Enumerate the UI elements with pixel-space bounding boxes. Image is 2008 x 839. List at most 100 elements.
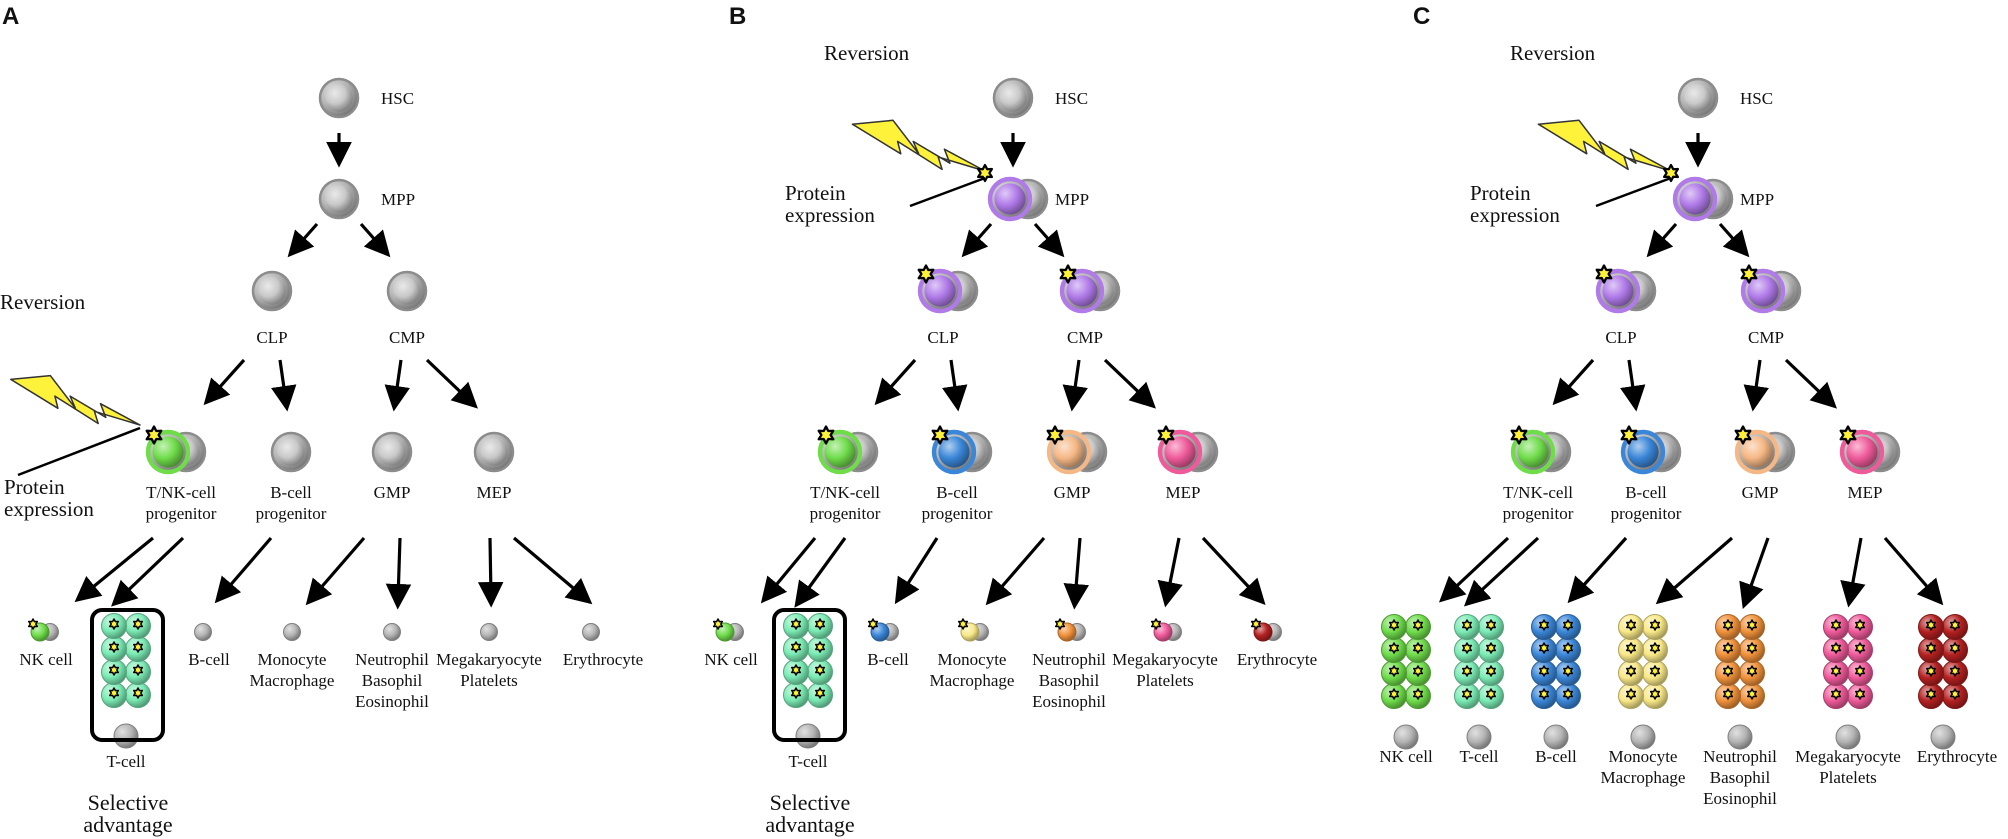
gmp-cell-core	[1741, 436, 1773, 468]
arrow-to-b	[214, 536, 273, 604]
b-progenitor-cell-star-icon	[931, 425, 949, 445]
platelets-label: Platelets	[1136, 671, 1194, 690]
monocyte-cell-star-icon	[957, 618, 969, 630]
tnk-progenitor-label: T/NK-cell	[810, 483, 880, 502]
arrow-to-ery	[1883, 536, 1944, 606]
megakaryocyte-cell-star-icon	[1150, 618, 1162, 630]
megakaryocyte-stack-star-icon	[1854, 665, 1866, 677]
erythrocyte-label: Erythrocyte	[563, 650, 643, 669]
tnk-progenitor-label-2: progenitor	[146, 504, 217, 523]
erythrocyte-stack-star-icon	[1925, 619, 1937, 631]
arrow-cmp-gmp	[1743, 359, 1769, 412]
platelets-label: Platelets	[1819, 768, 1877, 787]
arrow-clp-tnk	[1552, 358, 1595, 406]
monocyte-label: Monocyte	[938, 650, 1007, 669]
nk-cell-star-icon	[27, 618, 39, 630]
arrow-to-mega	[1157, 537, 1183, 608]
cmp-cell-core	[1066, 275, 1098, 307]
mpp-label: MPP	[381, 190, 415, 209]
nk-cell-stack-star-icon	[1388, 688, 1400, 700]
tnk-progenitor-label-2: progenitor	[810, 504, 881, 523]
megakaryocyte-label: Megakaryocyte	[436, 650, 542, 669]
b-cell	[194, 623, 212, 641]
t-cell-stack-star-icon	[1485, 642, 1497, 654]
mep-cell-core	[480, 438, 508, 466]
b-cell-label: B-cell	[1535, 747, 1577, 766]
t-cell-stack-star-icon	[1485, 619, 1497, 631]
mep-label: MEP	[477, 483, 512, 502]
hsc-cell-core	[325, 84, 353, 112]
megakaryocyte-stack-star-icon	[1830, 619, 1842, 631]
t-cell-label: T-cell	[106, 752, 145, 771]
t-cell-stack-base-cell	[795, 723, 821, 749]
mpp-label: MPP	[1740, 190, 1774, 209]
arrow-to-neut	[385, 537, 412, 610]
t-cell-stack-star-icon	[132, 641, 144, 653]
reversion-label: Reversion	[824, 41, 910, 65]
b-cell-stack-star-icon	[1562, 642, 1574, 654]
clp-cell-core	[924, 275, 956, 307]
clp-label: CLP	[1605, 328, 1636, 347]
t-cell-stack-star-icon	[814, 664, 826, 676]
platelets-label: Platelets	[460, 671, 518, 690]
t-cell-stack-star-icon	[790, 641, 802, 653]
arrow-cmp-mep	[1103, 358, 1156, 409]
basophil-label: Basophil	[1039, 671, 1100, 690]
hsc-cell-core	[1684, 84, 1712, 112]
lightning-bolt-icon	[851, 119, 986, 172]
t-cell-stack-star-icon	[1461, 665, 1473, 677]
t-cell-stack-star-icon	[108, 664, 120, 676]
monocyte-label: Monocyte	[258, 650, 327, 669]
b-cell-stack-star-icon	[1562, 688, 1574, 700]
arrow-to-t	[1463, 536, 1540, 607]
t-cell-stack-star-icon	[132, 687, 144, 699]
b-cell-stack-star-icon	[1562, 619, 1574, 631]
protein-expression-pointer	[909, 176, 986, 208]
macrophage-label: Macrophage	[250, 671, 335, 690]
cmp-cell-core	[393, 277, 421, 305]
protein-expression-label-2: expression	[785, 203, 875, 227]
arrow-clp-b	[1620, 359, 1646, 412]
neutrophil-stack-star-icon	[1722, 665, 1734, 677]
arrow-cmp-mep	[1784, 358, 1837, 409]
protein-expression-label: Protein	[4, 475, 65, 499]
neutrophil-stack-star-icon	[1746, 619, 1758, 631]
t-cell-stack-base-cell	[113, 723, 139, 749]
arrow-mpp-cmp	[1033, 222, 1065, 258]
arrow-mpp-clp	[287, 222, 319, 258]
selective-advantage-box	[90, 608, 165, 742]
tnk-progenitor-cell-star-icon	[817, 425, 835, 445]
cmp-cell-star-icon	[1740, 264, 1758, 284]
mep-label: MEP	[1166, 483, 1201, 502]
t-cell-stack-star-icon	[108, 687, 120, 699]
nk-cell-stack-star-icon	[1388, 619, 1400, 631]
nk-cell-label: NK cell	[1379, 747, 1433, 766]
panel-letter: A	[2, 3, 19, 30]
tnk-progenitor-cell-star-icon	[145, 425, 163, 445]
protein-star-icon	[1662, 163, 1680, 183]
t-cell-stack-base-cell	[1466, 724, 1492, 750]
tnk-progenitor-cell-star-icon	[1510, 425, 1528, 445]
hsc-label: HSC	[1055, 89, 1088, 108]
lightning-bolt-icon	[10, 374, 141, 426]
neutrophil-label: Neutrophil	[1703, 747, 1777, 766]
arrow-to-t	[111, 536, 185, 607]
megakaryocyte-stack-star-icon	[1830, 665, 1842, 677]
megakaryocyte-stack-star-icon	[1854, 619, 1866, 631]
erythrocyte-cell	[582, 623, 600, 641]
b-cell-stack-star-icon	[1538, 665, 1550, 677]
arrow-cmp-gmp	[384, 359, 410, 412]
erythrocyte-label: Erythrocyte	[1237, 650, 1317, 669]
protein-expression-label: Protein	[785, 181, 846, 205]
clp-cell-core	[1602, 275, 1634, 307]
megakaryocyte-stack-star-icon	[1854, 688, 1866, 700]
cmp-cell-star-icon	[1059, 264, 1077, 284]
monocyte-stack-star-icon	[1625, 619, 1637, 631]
b-cell-stack-star-icon	[1538, 642, 1550, 654]
b-cell-stack-base-cell	[1543, 724, 1569, 750]
hsc-cell-core	[999, 84, 1027, 112]
t-cell-stack-star-icon	[790, 687, 802, 699]
gmp-cell-core	[378, 438, 406, 466]
